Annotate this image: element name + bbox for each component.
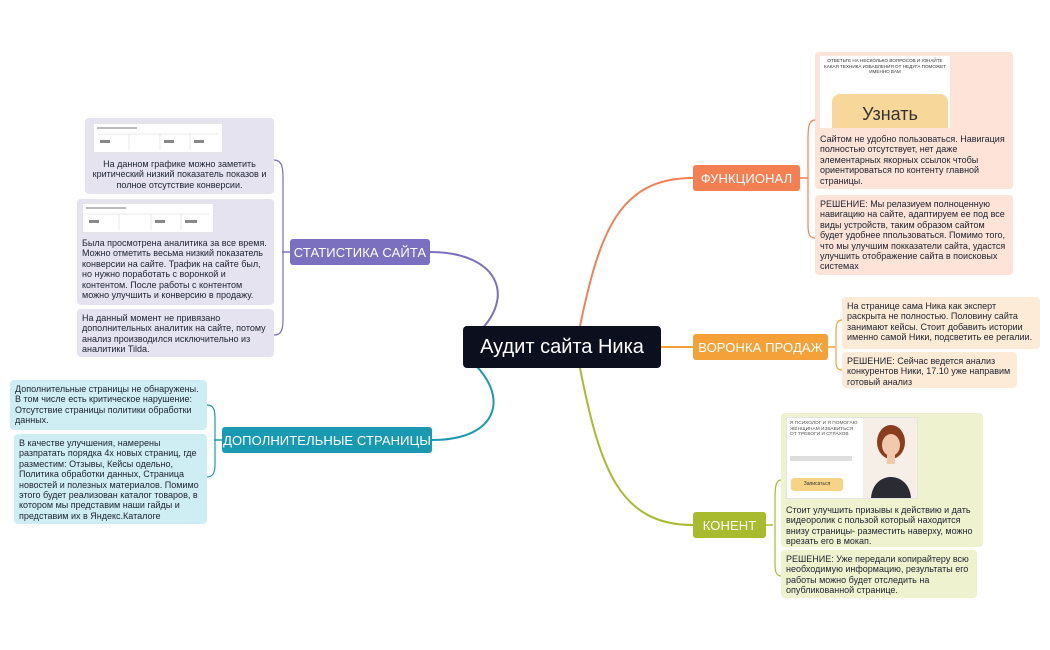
content-note-1[interactable]: Я ПСИХОЛОГ И Я ПОМОГАЮ ЖЕНЩИНАМ ИЗБАВИТЬ… xyxy=(781,413,983,547)
quiz-mockup-caption: ОТВЕТЬТЕ НА НЕСКОЛЬКО ВОПРОСОВ И УЗНАЙТЕ… xyxy=(824,58,946,75)
branch-functional[interactable]: ФУНКЦИОНАЛ xyxy=(693,165,800,191)
analytics-screenshot-2 xyxy=(82,203,214,233)
extra-note-1-text: Дополнительные страницы не обнаружены. В… xyxy=(15,384,199,426)
funnel-note-2[interactable]: РЕШЕНИЕ: Сейчас ведется анализ конкурент… xyxy=(842,352,1017,388)
landing-mockup-headline: Я ПСИХОЛОГ И Я ПОМОГАЮ ЖЕНЩИНАМ ИЗБАВИТЬ… xyxy=(790,421,858,438)
branch-stats[interactable]: СТАТИСТИКА САЙТА xyxy=(290,239,430,265)
stats-note-3[interactable]: На данный момент не привязано дополнител… xyxy=(77,309,274,357)
branch-extra-pages[interactable]: ДОПОЛНИТЕЛЬНЫЕ СТРАНИЦЫ xyxy=(222,427,432,453)
landing-mockup-button: Записаться xyxy=(791,478,843,491)
branch-content[interactable]: КОНЕНТ xyxy=(693,512,766,538)
branch-sales-funnel[interactable]: ВОРОНКА ПРОДАЖ xyxy=(693,334,828,360)
analytics-screenshot-1 xyxy=(93,123,223,153)
content-note-2[interactable]: РЕШЕНИЕ: Уже передали копирайтеру всю не… xyxy=(781,550,977,598)
stats-note-1[interactable]: На данном графике можно заметить критиче… xyxy=(85,118,274,194)
content-note-2-text: РЕШЕНИЕ: Уже передали копирайтеру всю не… xyxy=(786,554,969,596)
stats-note-2[interactable]: Была просмотрена аналитика за все время.… xyxy=(77,199,274,305)
func-note-1[interactable]: ОТВЕТЬТЕ НА НЕСКОЛЬКО ВОПРОСОВ И УЗНАЙТЕ… xyxy=(815,52,1013,189)
func-note-1-text: Сайтом не удобно пользоваться. Навигация… xyxy=(820,134,1005,186)
quiz-mockup-image: ОТВЕТЬТЕ НА НЕСКОЛЬКО ВОПРОСОВ И УЗНАЙТЕ… xyxy=(820,56,950,128)
stats-note-3-text: На данный момент не привязано дополнител… xyxy=(82,313,266,355)
func-note-2[interactable]: РЕШЕНИЕ: Мы релазиуем полноценную навига… xyxy=(815,195,1013,275)
funnel-note-1-text: На странице сама Ника как эксперт раскры… xyxy=(847,301,1033,343)
func-note-2-text: РЕШЕНИЕ: Мы релазиуем полноценную навига… xyxy=(820,199,1006,272)
quiz-mockup-button: Узнать xyxy=(832,94,948,128)
funnel-note-1[interactable]: На странице сама Ника как эксперт раскры… xyxy=(842,297,1040,349)
stats-note-2-text: Была просмотрена аналитика за все время.… xyxy=(82,238,267,301)
extra-note-1[interactable]: Дополнительные страницы не обнаружены. В… xyxy=(10,380,207,430)
psychologist-photo-icon xyxy=(863,418,917,498)
stats-note-1-text: На данном графике можно заметить критиче… xyxy=(92,159,267,190)
landing-mockup-image: Я ПСИХОЛОГ И Я ПОМОГАЮ ЖЕНЩИНАМ ИЗБАВИТЬ… xyxy=(786,417,918,499)
funnel-note-2-text: РЕШЕНИЕ: Сейчас ведется анализ конкурент… xyxy=(847,356,1011,387)
extra-note-2-text: В качестве улучшения, намерены разпратат… xyxy=(19,438,199,521)
content-note-1-text: Стоит улучшить призывы к действию и дать… xyxy=(786,505,973,547)
extra-note-2[interactable]: В качестве улучшения, намерены разпратат… xyxy=(14,434,207,524)
central-topic[interactable]: Аудит сайта Ника xyxy=(463,326,661,368)
